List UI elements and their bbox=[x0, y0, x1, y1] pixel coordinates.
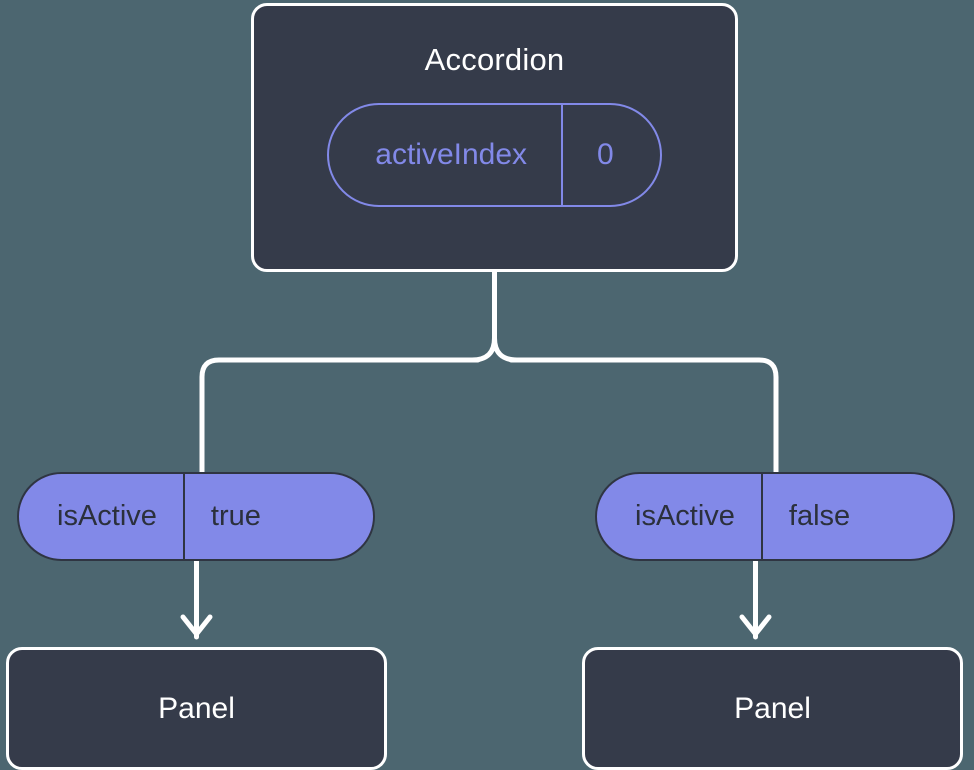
wire-branch-right bbox=[508, 357, 779, 475]
prop-badge-value: false bbox=[760, 474, 888, 559]
wire-fork-fillet-left bbox=[469, 335, 497, 363]
prop-badge-value: true bbox=[182, 474, 299, 559]
wire-arrow-right-head bbox=[739, 614, 772, 637]
component-title: Accordion bbox=[424, 42, 565, 77]
component-card-panel-left[interactable]: Panel bbox=[6, 647, 387, 770]
wire-arrow-left-head bbox=[180, 614, 213, 637]
state-badge-value: 0 bbox=[561, 105, 660, 205]
prop-badge-isactive-true[interactable]: isActive true bbox=[17, 472, 375, 561]
component-title: Panel bbox=[158, 691, 235, 725]
state-badge-key: activeIndex bbox=[375, 138, 528, 171]
wire-fork-fillet-right bbox=[492, 335, 520, 363]
component-card-accordion[interactable]: Accordion activeIndex 0 bbox=[251, 3, 738, 272]
component-title: Panel bbox=[734, 691, 811, 725]
state-badge-activeindex[interactable]: activeIndex 0 bbox=[327, 103, 662, 207]
component-card-panel-right[interactable]: Panel bbox=[582, 647, 963, 770]
prop-badge-key: isActive bbox=[57, 500, 157, 532]
wire-branch-left bbox=[199, 357, 481, 475]
prop-badge-isactive-false[interactable]: isActive false bbox=[595, 472, 955, 561]
prop-badge-key: isActive bbox=[635, 500, 735, 532]
